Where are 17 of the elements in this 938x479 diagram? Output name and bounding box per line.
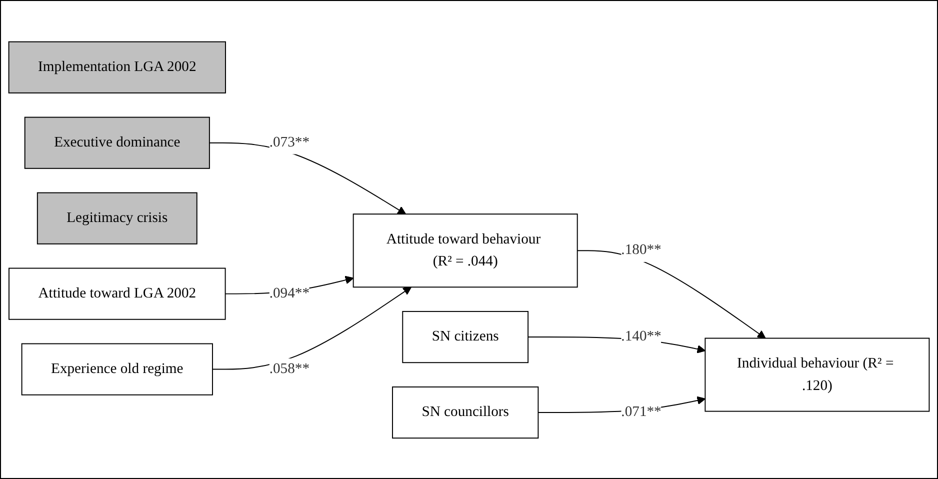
node-box: Attitude toward LGA 2002 [8, 267, 226, 320]
arrow [212, 286, 412, 370]
node-box: Legitimacy crisis [36, 192, 198, 244]
edge-label: .180** [621, 242, 662, 258]
node-box: SN citizens [402, 310, 529, 363]
edge-label: .071** [621, 404, 662, 420]
node-box: Attitude toward behaviour (R² = .044) [352, 213, 578, 288]
node-box: Experience old regime [21, 342, 213, 395]
arrow [576, 250, 766, 338]
node-box: Implementation LGA 2002 [8, 40, 226, 93]
edge-label: .140** [621, 328, 662, 344]
node-box: Executive dominance [24, 116, 210, 168]
node-box: Individual behaviour (R² = .120) [704, 337, 930, 412]
edge-label: .073** [269, 134, 310, 150]
edge-label: .094** [269, 285, 310, 301]
node-box: SN councillors [392, 386, 539, 438]
edge-label: .058** [269, 360, 310, 376]
